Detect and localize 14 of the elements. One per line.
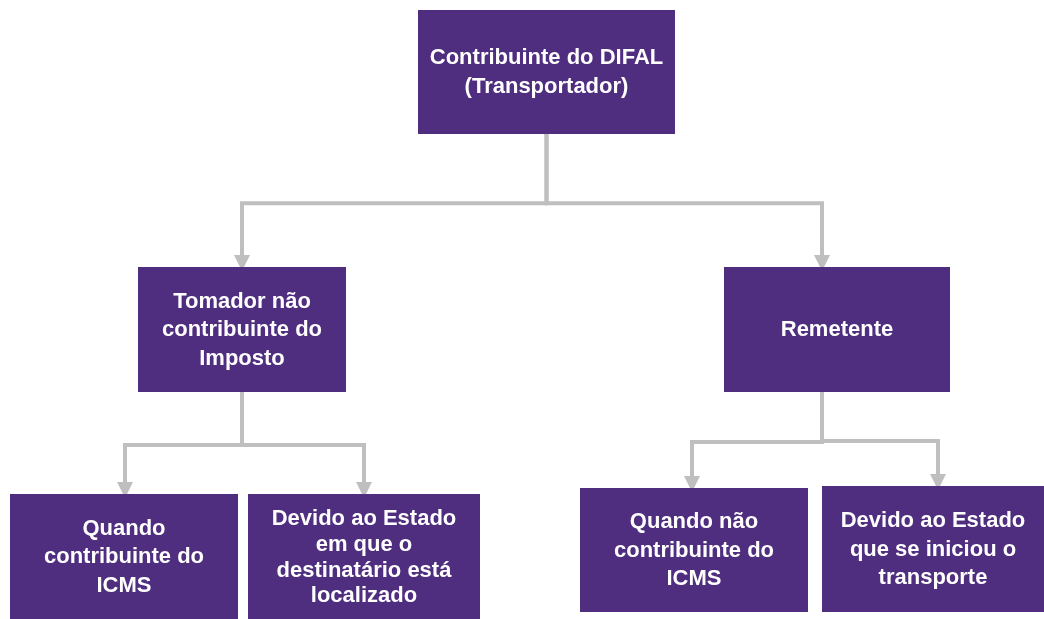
box-label: Devido ao Estado que se iniciou o transporte — [839, 506, 1027, 592]
box-label: Quando contribuinte do ICMS — [42, 513, 206, 599]
process-box — [248, 494, 480, 619]
process-box — [10, 494, 238, 619]
box-label: Quando não contribuinte do ICMS — [612, 507, 776, 593]
box-label: Tomador não contribuinte do Imposto — [160, 286, 324, 372]
box-label: Contribuinte do DIFAL (Transportador) — [428, 43, 665, 100]
box-label: Remetente — [780, 315, 894, 344]
process-box — [580, 488, 808, 612]
process-box — [724, 267, 950, 392]
process-box — [418, 10, 675, 134]
box-label: Devido ao Estado em que o destinatário está localizado — [270, 504, 458, 609]
process-box — [138, 267, 346, 392]
process-box — [822, 486, 1044, 612]
